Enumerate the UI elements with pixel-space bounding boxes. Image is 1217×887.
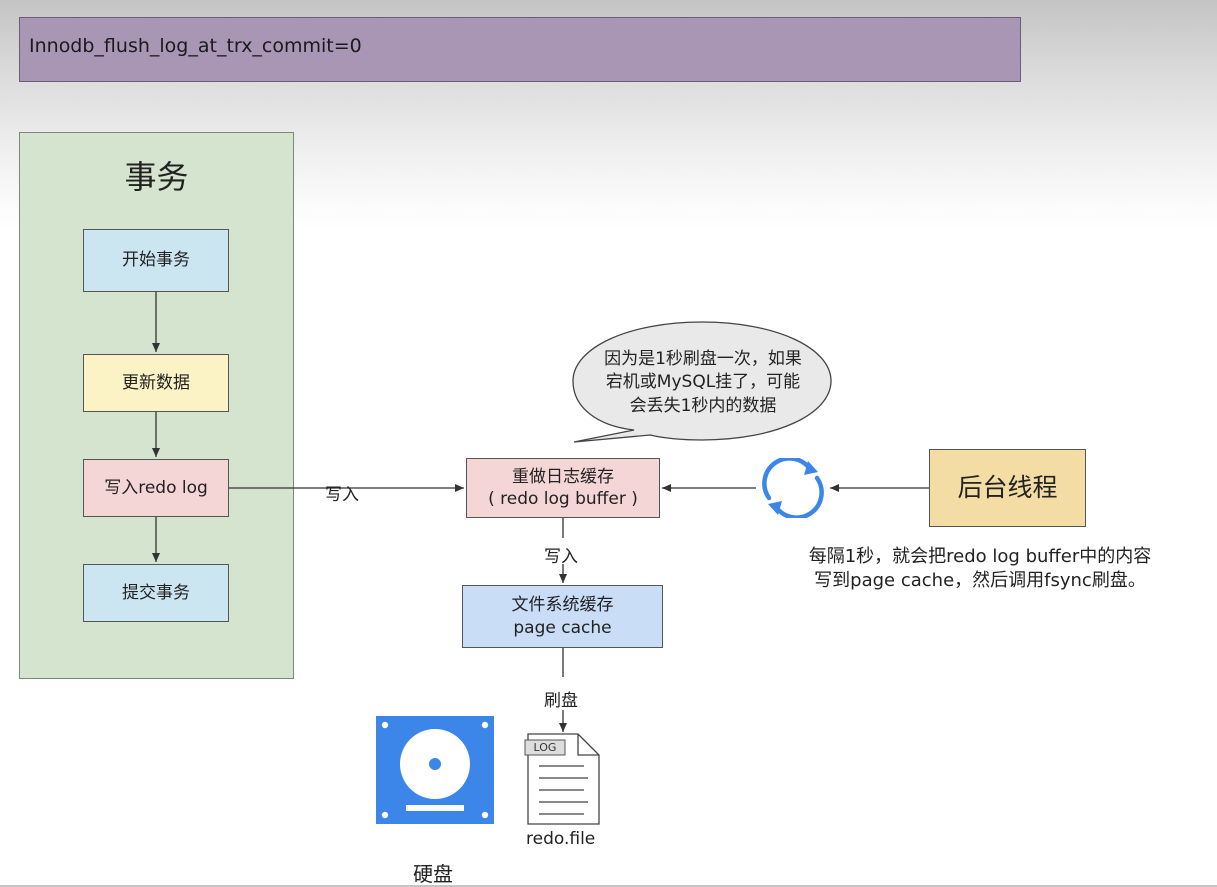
bubble-text: 因为是1秒刷盘一次，如果 宕机或MySQL挂了，可能 会丢失1秒内的数据 [583, 348, 823, 418]
step-update-data: 更新数据 [83, 354, 229, 412]
bubble-line: 因为是1秒刷盘一次，如果 [604, 349, 802, 369]
redo-log-buffer-box: 重做日志缓存 ( redo log buffer ) [466, 458, 660, 518]
note-line: 写到page cache，然后调用fsync刷盘。 [814, 570, 1146, 592]
page-cache-subtitle: page cache [513, 617, 612, 638]
write-in-label: 写入 [325, 485, 359, 505]
bubble-line: 宕机或MySQL挂了，可能 [605, 372, 801, 393]
hard-disk-icon [376, 716, 494, 824]
write-in-label-2: 写入 [544, 547, 578, 567]
disk-label: 硬盘 [413, 862, 453, 886]
note-line: 每隔1秒，就会把redo log buffer中的内容 [808, 546, 1152, 567]
step-label: 开始事务 [122, 250, 190, 271]
background-thread-note: 每隔1秒，就会把redo log buffer中的内容 写到page cache… [780, 545, 1180, 594]
refresh-cycle-icon [762, 458, 824, 518]
transaction-title: 事务 [124, 158, 189, 196]
redo-file-label: redo.file [526, 829, 596, 849]
step-write-redo-log: 写入redo log [83, 459, 229, 517]
step-commit-transaction: 提交事务 [83, 564, 229, 622]
bubble-line: 会丢失1秒内的数据 [629, 395, 777, 416]
page-cache-box: 文件系统缓存 page cache [462, 585, 663, 648]
background-thread-label: 后台线程 [957, 472, 1058, 502]
page-cache-title: 文件系统缓存 [511, 595, 614, 616]
speech-bubble [572, 321, 832, 443]
step-label: 更新数据 [122, 372, 190, 393]
log-tag: LOG [533, 741, 557, 754]
redo-buffer-title: 重做日志缓存 [512, 466, 614, 487]
step-label: 写入redo log [104, 477, 208, 498]
redo-buffer-subtitle: ( redo log buffer ) [488, 489, 638, 509]
log-file-icon [524, 733, 600, 825]
flush-label: 刷盘 [544, 691, 578, 711]
background-thread-box: 后台线程 [929, 449, 1086, 527]
config-text: Innodb_flush_log_at_trx_commit=0 [29, 35, 362, 57]
config-bar: Innodb_flush_log_at_trx_commit=0 [19, 17, 1021, 82]
step-begin-transaction: 开始事务 [83, 229, 229, 292]
step-label: 提交事务 [122, 582, 190, 603]
